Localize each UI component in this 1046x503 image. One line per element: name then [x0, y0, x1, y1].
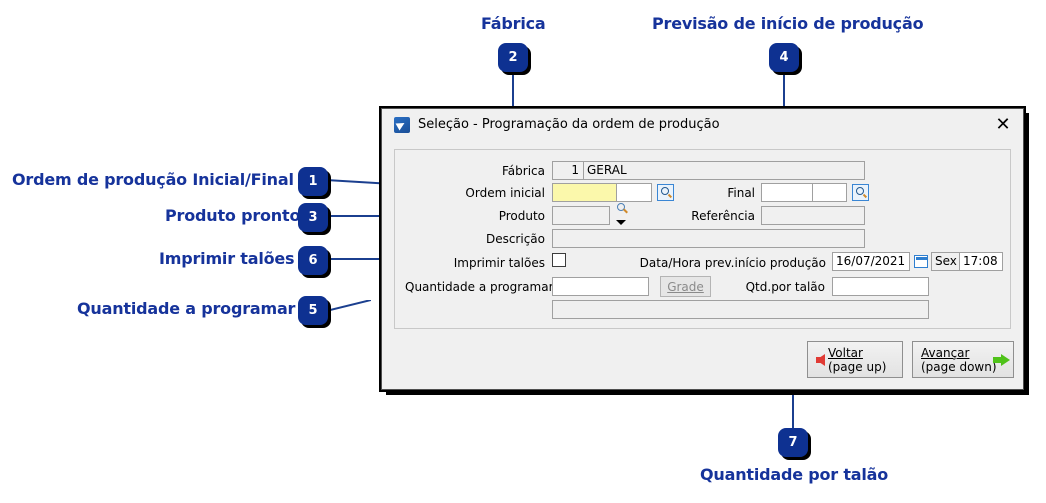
- voltar-button-label: Voltar: [828, 345, 863, 360]
- field-quantidade-programar[interactable]: [552, 277, 649, 296]
- field-hora-prev-inicio[interactable]: 17:08: [959, 252, 1003, 271]
- field-ordem-inicial-2[interactable]: [616, 183, 652, 202]
- field-qtd-por-talao[interactable]: [832, 277, 929, 296]
- voltar-button-sublabel: (page up): [828, 359, 887, 374]
- magnifier-icon-ordem-inicial[interactable]: [657, 184, 674, 201]
- field-final-1[interactable]: [761, 183, 813, 202]
- annotation-label-4: Previsão de início de produção: [652, 14, 924, 33]
- field-extra-row[interactable]: [552, 300, 929, 319]
- annotation-badge-3: 3: [298, 203, 328, 232]
- label-final: Final: [727, 186, 755, 200]
- annotation-label-6: Imprimir talões: [159, 249, 295, 268]
- arrow-right-green-icon: [992, 353, 1010, 366]
- dialog-body: Fábrica 1 GERAL Ordem inicial Final Prod…: [382, 140, 1023, 389]
- calendar-icon[interactable]: [913, 253, 930, 270]
- field-fabrica-code[interactable]: 1: [552, 161, 584, 180]
- grade-button[interactable]: Grade: [660, 276, 711, 297]
- leader-line-5: [326, 300, 371, 312]
- label-imprimir-taloes: Imprimir talões: [453, 256, 545, 270]
- avancar-button-sublabel: (page down): [921, 359, 997, 374]
- label-quantidade-programar: Quantidade a programar: [405, 280, 554, 294]
- avancar-button[interactable]: Avançar (page down): [912, 341, 1014, 378]
- field-ordem-inicial-1[interactable]: [552, 183, 617, 202]
- field-data-prev-inicio[interactable]: 16/07/2021: [832, 252, 910, 271]
- arrow-left-red-icon: [816, 353, 825, 366]
- annotation-badge-7: 7: [778, 428, 808, 457]
- close-icon[interactable]: ✕: [995, 114, 1011, 135]
- annotation-badge-5: 5: [298, 296, 328, 325]
- field-referencia[interactable]: [761, 206, 865, 225]
- annotation-label-3: Produto pronto: [165, 206, 301, 225]
- field-weekday: Sex: [931, 252, 960, 271]
- selection-group-panel: Fábrica 1 GERAL Ordem inicial Final Prod…: [394, 149, 1011, 329]
- field-descricao[interactable]: [552, 229, 865, 248]
- label-descricao: Descrição: [485, 232, 545, 246]
- annotation-label-7: Quantidade por talão: [700, 465, 889, 484]
- field-produto[interactable]: [552, 206, 610, 225]
- annotation-badge-1: 1: [298, 167, 328, 196]
- dialog-titlebar: Seleção - Programação da ordem de produç…: [382, 109, 1023, 140]
- label-data-hora: Data/Hora prev.início produção: [639, 256, 826, 270]
- label-fabrica: Fábrica: [502, 164, 545, 178]
- magnifier-icon-produto[interactable]: [616, 203, 629, 216]
- annotation-label-2: Fábrica: [481, 14, 546, 33]
- chevron-down-icon-produto[interactable]: [616, 220, 626, 225]
- label-referencia: Referência: [691, 209, 755, 223]
- annotation-badge-6: 6: [298, 246, 328, 275]
- label-produto: Produto: [498, 209, 545, 223]
- checkbox-imprimir-taloes[interactable]: [552, 253, 566, 267]
- annotation-badge-2: 2: [498, 43, 528, 72]
- app-chart-icon: [394, 116, 410, 133]
- field-final-2[interactable]: [812, 183, 847, 202]
- grade-button-label: Grade: [667, 279, 704, 294]
- label-qtd-por-talao: Qtd.por talão: [745, 280, 825, 294]
- dialog-title: Seleção - Programação da ordem de produç…: [418, 117, 720, 132]
- avancar-button-label: Avançar: [921, 345, 970, 360]
- dialog-window: Seleção - Programação da ordem de produç…: [381, 108, 1024, 390]
- label-ordem-inicial: Ordem inicial: [465, 186, 545, 200]
- annotation-label-5: Quantidade a programar: [77, 299, 296, 318]
- annotation-badge-4: 4: [769, 43, 799, 72]
- field-fabrica-name[interactable]: GERAL: [583, 161, 865, 180]
- magnifier-icon-final[interactable]: [852, 184, 869, 201]
- annotation-label-1: Ordem de produção Inicial/Final: [12, 170, 294, 189]
- voltar-button[interactable]: Voltar (page up): [807, 341, 903, 378]
